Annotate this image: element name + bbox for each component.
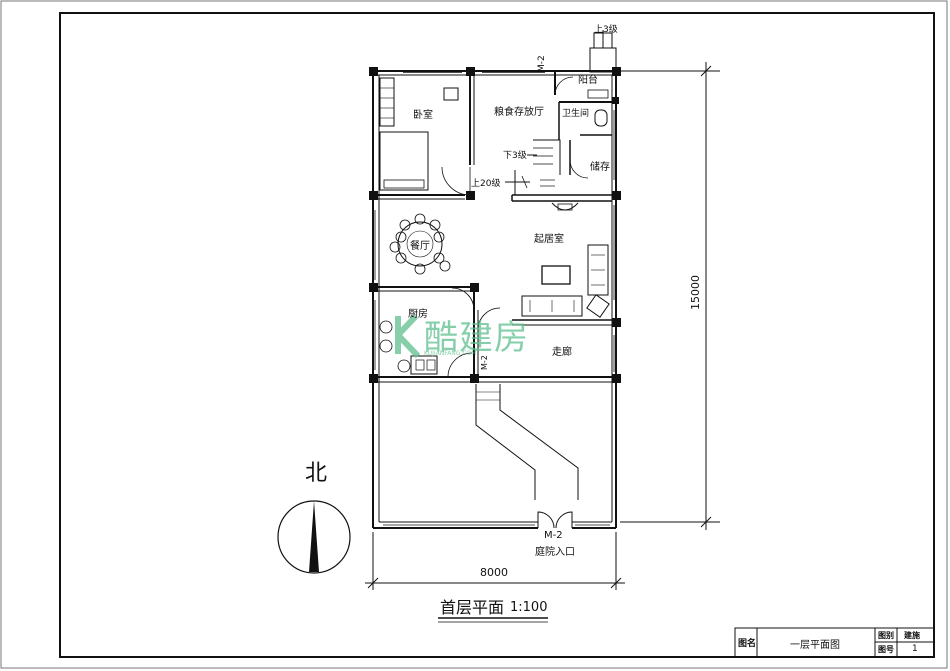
watermark-logo bbox=[395, 313, 421, 359]
building-walls bbox=[372, 30, 617, 529]
sheet-inner-border bbox=[59, 12, 935, 658]
north-arrow bbox=[277, 500, 351, 574]
dimension-lines bbox=[365, 62, 720, 623]
title-block bbox=[734, 627, 935, 658]
structural-columns bbox=[369, 67, 621, 383]
